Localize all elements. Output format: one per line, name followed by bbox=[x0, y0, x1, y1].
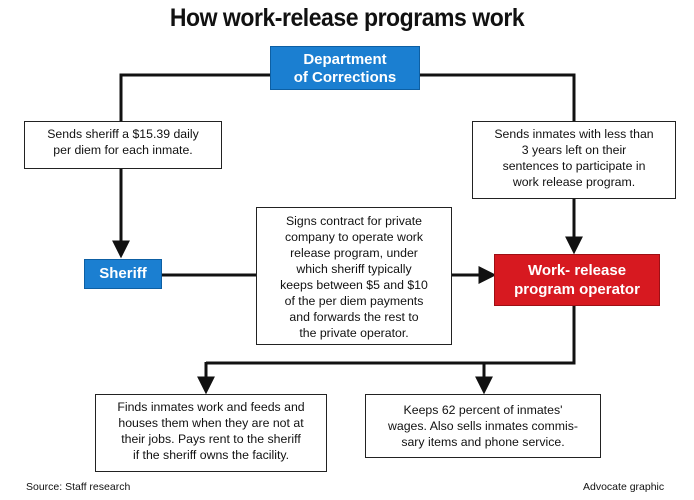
chart-title: How work-release programs work bbox=[169, 4, 525, 32]
connector-department-to-sheriff bbox=[112, 73, 270, 259]
node-department-of-corrections: Department of Corrections bbox=[270, 46, 420, 90]
note-line: release program, under bbox=[290, 246, 418, 260]
node-label-line: of Corrections bbox=[293, 69, 397, 86]
note-line: of the per diem payments bbox=[284, 294, 424, 308]
graphic-credit: Advocate graphic bbox=[583, 481, 665, 493]
node-label-line: Work- release bbox=[527, 262, 627, 279]
node-label-line: program operator bbox=[514, 281, 640, 298]
note-line: Finds inmates work and feeds and bbox=[117, 400, 305, 414]
note-line: Sends inmates with less than bbox=[494, 127, 654, 141]
note-line: wages. Also sells inmates commis- bbox=[388, 419, 578, 433]
note-contract: Signs contract for private company to op… bbox=[256, 207, 452, 345]
node-sheriff: Sheriff bbox=[84, 259, 162, 289]
node-work-release-operator: Work- release program operator bbox=[494, 254, 660, 306]
note-line: which sheriff typically bbox=[296, 262, 412, 276]
note-line: houses them when they are not at bbox=[118, 416, 304, 430]
note-line: work release program. bbox=[512, 175, 636, 189]
note-line: company to operate work bbox=[284, 230, 424, 244]
node-label-line: Sheriff bbox=[99, 265, 147, 282]
note-line: their jobs. Pays rent to the sheriff bbox=[121, 432, 301, 446]
note-line: and forwards the rest to bbox=[289, 310, 419, 324]
note-line: Signs contract for private bbox=[285, 214, 422, 228]
note-line: 3 years left on their bbox=[521, 143, 627, 157]
note-per-diem: Sends sheriff a $15.39 daily per diem fo… bbox=[24, 121, 222, 169]
note-line: sentences to participate in bbox=[502, 159, 646, 173]
note-line: Keeps 62 percent of inmates' bbox=[403, 403, 563, 417]
note-finds-work: Finds inmates work and feeds and houses … bbox=[95, 394, 327, 472]
note-line: if the sheriff owns the facility. bbox=[132, 448, 290, 462]
connector-operator-to-outcomes bbox=[206, 306, 576, 365]
note-line: per diem for each inmate. bbox=[53, 143, 193, 157]
note-line: keeps between $5 and $10 bbox=[280, 278, 428, 292]
note-line: the private operator. bbox=[299, 326, 409, 340]
source-credit: Source: Staff research bbox=[26, 481, 131, 493]
node-label-line: Department bbox=[303, 51, 387, 68]
note-line: Sends sheriff a $15.39 daily bbox=[47, 127, 199, 141]
note-sends-inmates: Sends inmates with less than 3 years lef… bbox=[472, 121, 676, 199]
note-line: sary items and phone service. bbox=[401, 435, 565, 449]
note-keeps-wages: Keeps 62 percent of inmates' wages. Also… bbox=[365, 394, 601, 458]
